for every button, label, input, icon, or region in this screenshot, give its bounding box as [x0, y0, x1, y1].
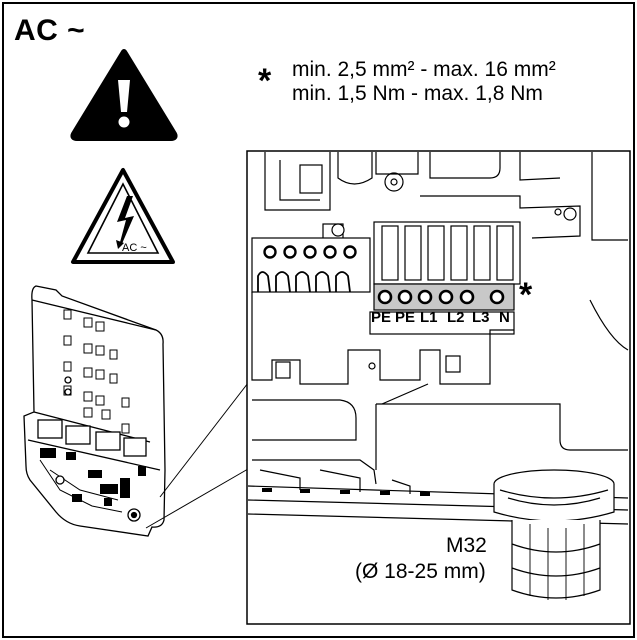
general-warning-icon: [70, 49, 178, 141]
terminal-marker: *: [519, 276, 533, 314]
terminal-label-l1: L1: [420, 309, 438, 326]
hazard-sign-label: AC ~: [122, 242, 147, 254]
cable-gland-size: M32: [446, 534, 487, 557]
terminal-label-pe-1: PE: [371, 309, 392, 326]
cable-gland: [493, 469, 615, 600]
inverter-connection-area: [23, 285, 166, 537]
detail-view: [246, 150, 631, 625]
terminal-label-l2: L2: [447, 309, 465, 326]
terminal-label-n: N: [499, 309, 510, 326]
electric-hazard-icon: [71, 168, 175, 264]
cable-gland-diameter: (Ø 18-25 mm): [355, 560, 486, 583]
terminal-label-l3: L3: [472, 309, 490, 326]
terminal-label-pe-2: PE: [395, 309, 416, 326]
torque-spec: min. 1,5 Nm - max. 1,8 Nm: [292, 82, 543, 105]
callout-lines: [145, 382, 249, 529]
cross-section-spec: min. 2,5 mm² - max. 16 mm²: [292, 58, 556, 81]
spec-marker: *: [258, 62, 272, 100]
figure-title: AC ~: [14, 14, 86, 47]
